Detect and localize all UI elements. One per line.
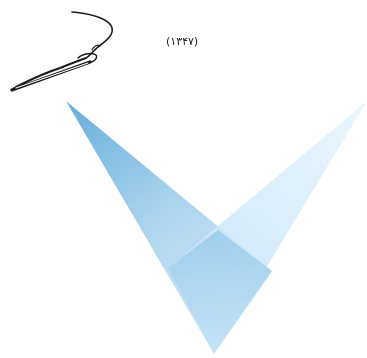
signature-date-label: (۱۳۴۷): [166, 35, 198, 48]
pen-signature-icon: [12, 12, 112, 90]
